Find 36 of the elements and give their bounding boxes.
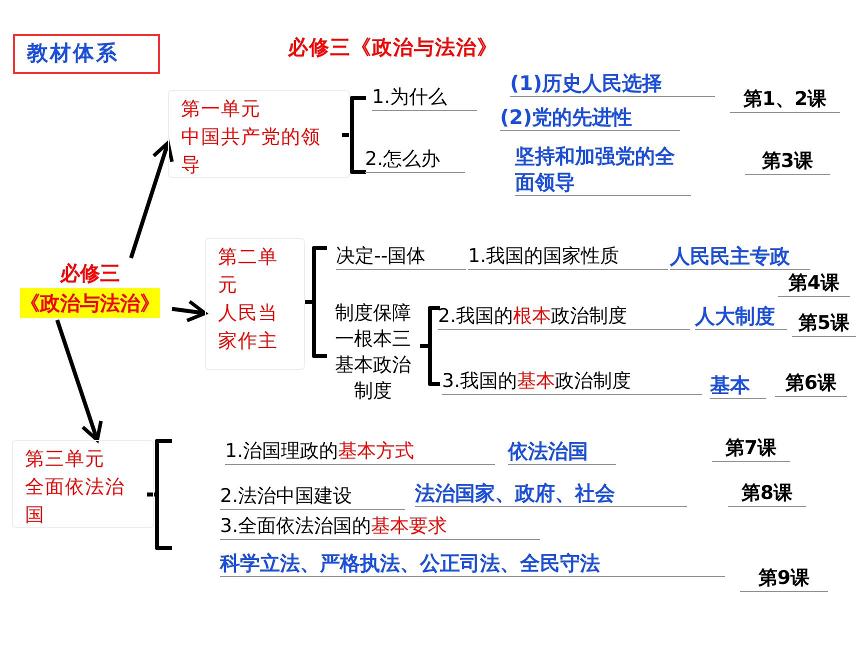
- lesson-label: 第5课: [792, 310, 856, 337]
- arrow: [55, 319, 103, 442]
- question-text: 3.全面依法治国的基本要求: [220, 513, 540, 540]
- lesson-label: 第9课: [740, 565, 828, 592]
- question-text: 3.我国的基本政治制度: [442, 368, 702, 395]
- lesson-label: 第8课: [728, 480, 806, 507]
- question-text: 1.治国理政的基本方式: [225, 438, 495, 465]
- question-text: 1.为什么: [372, 84, 477, 111]
- answer-text: 科学立法、严格执法、公正司法、全民守法: [220, 550, 725, 577]
- lesson-label: 第4课: [778, 270, 850, 297]
- title-box: 教材体系: [13, 34, 160, 74]
- answer-text: (2)党的先进性: [500, 104, 680, 131]
- answer-text: 法治国家、政府、社会: [415, 480, 687, 507]
- unit-box: 第一单元 中国共产党的领导: [168, 90, 350, 178]
- lesson-label: 第7课: [712, 435, 790, 462]
- arrow: [172, 300, 207, 322]
- unit-box: 第三单元 全面依法治国: [12, 440, 154, 528]
- answer-text: 人大制度: [695, 303, 787, 330]
- root-node: 必修三 《政治与法治》: [8, 258, 172, 320]
- answer-text: 坚持和加强党的全面领导: [515, 143, 691, 196]
- arrow: [129, 141, 174, 259]
- question-text: 2.法治中国建设: [220, 483, 405, 510]
- answer-text: 人民民主专政: [670, 243, 810, 270]
- title: 必修三《政治与法治》: [288, 34, 498, 61]
- lesson-label: 第6课: [775, 370, 847, 397]
- answer-text: (1)历史人民选择: [510, 70, 715, 97]
- question-text: 决定--国体: [336, 243, 466, 270]
- note-text: 制度保障一根本三基本政治制度: [334, 301, 412, 404]
- lesson-label: 第1、2课: [730, 86, 840, 113]
- lesson-label: 第3课: [745, 148, 830, 175]
- unit-box: 第二单元 人民当家作主: [205, 238, 305, 370]
- question-text: 2.怎么办: [365, 146, 465, 173]
- answer-text: 基本: [710, 372, 766, 399]
- question-text: 1.我国的国家性质: [468, 243, 668, 270]
- answer-text: 依法治国: [508, 438, 616, 465]
- question-text: 2.我国的根本政治制度: [438, 303, 690, 330]
